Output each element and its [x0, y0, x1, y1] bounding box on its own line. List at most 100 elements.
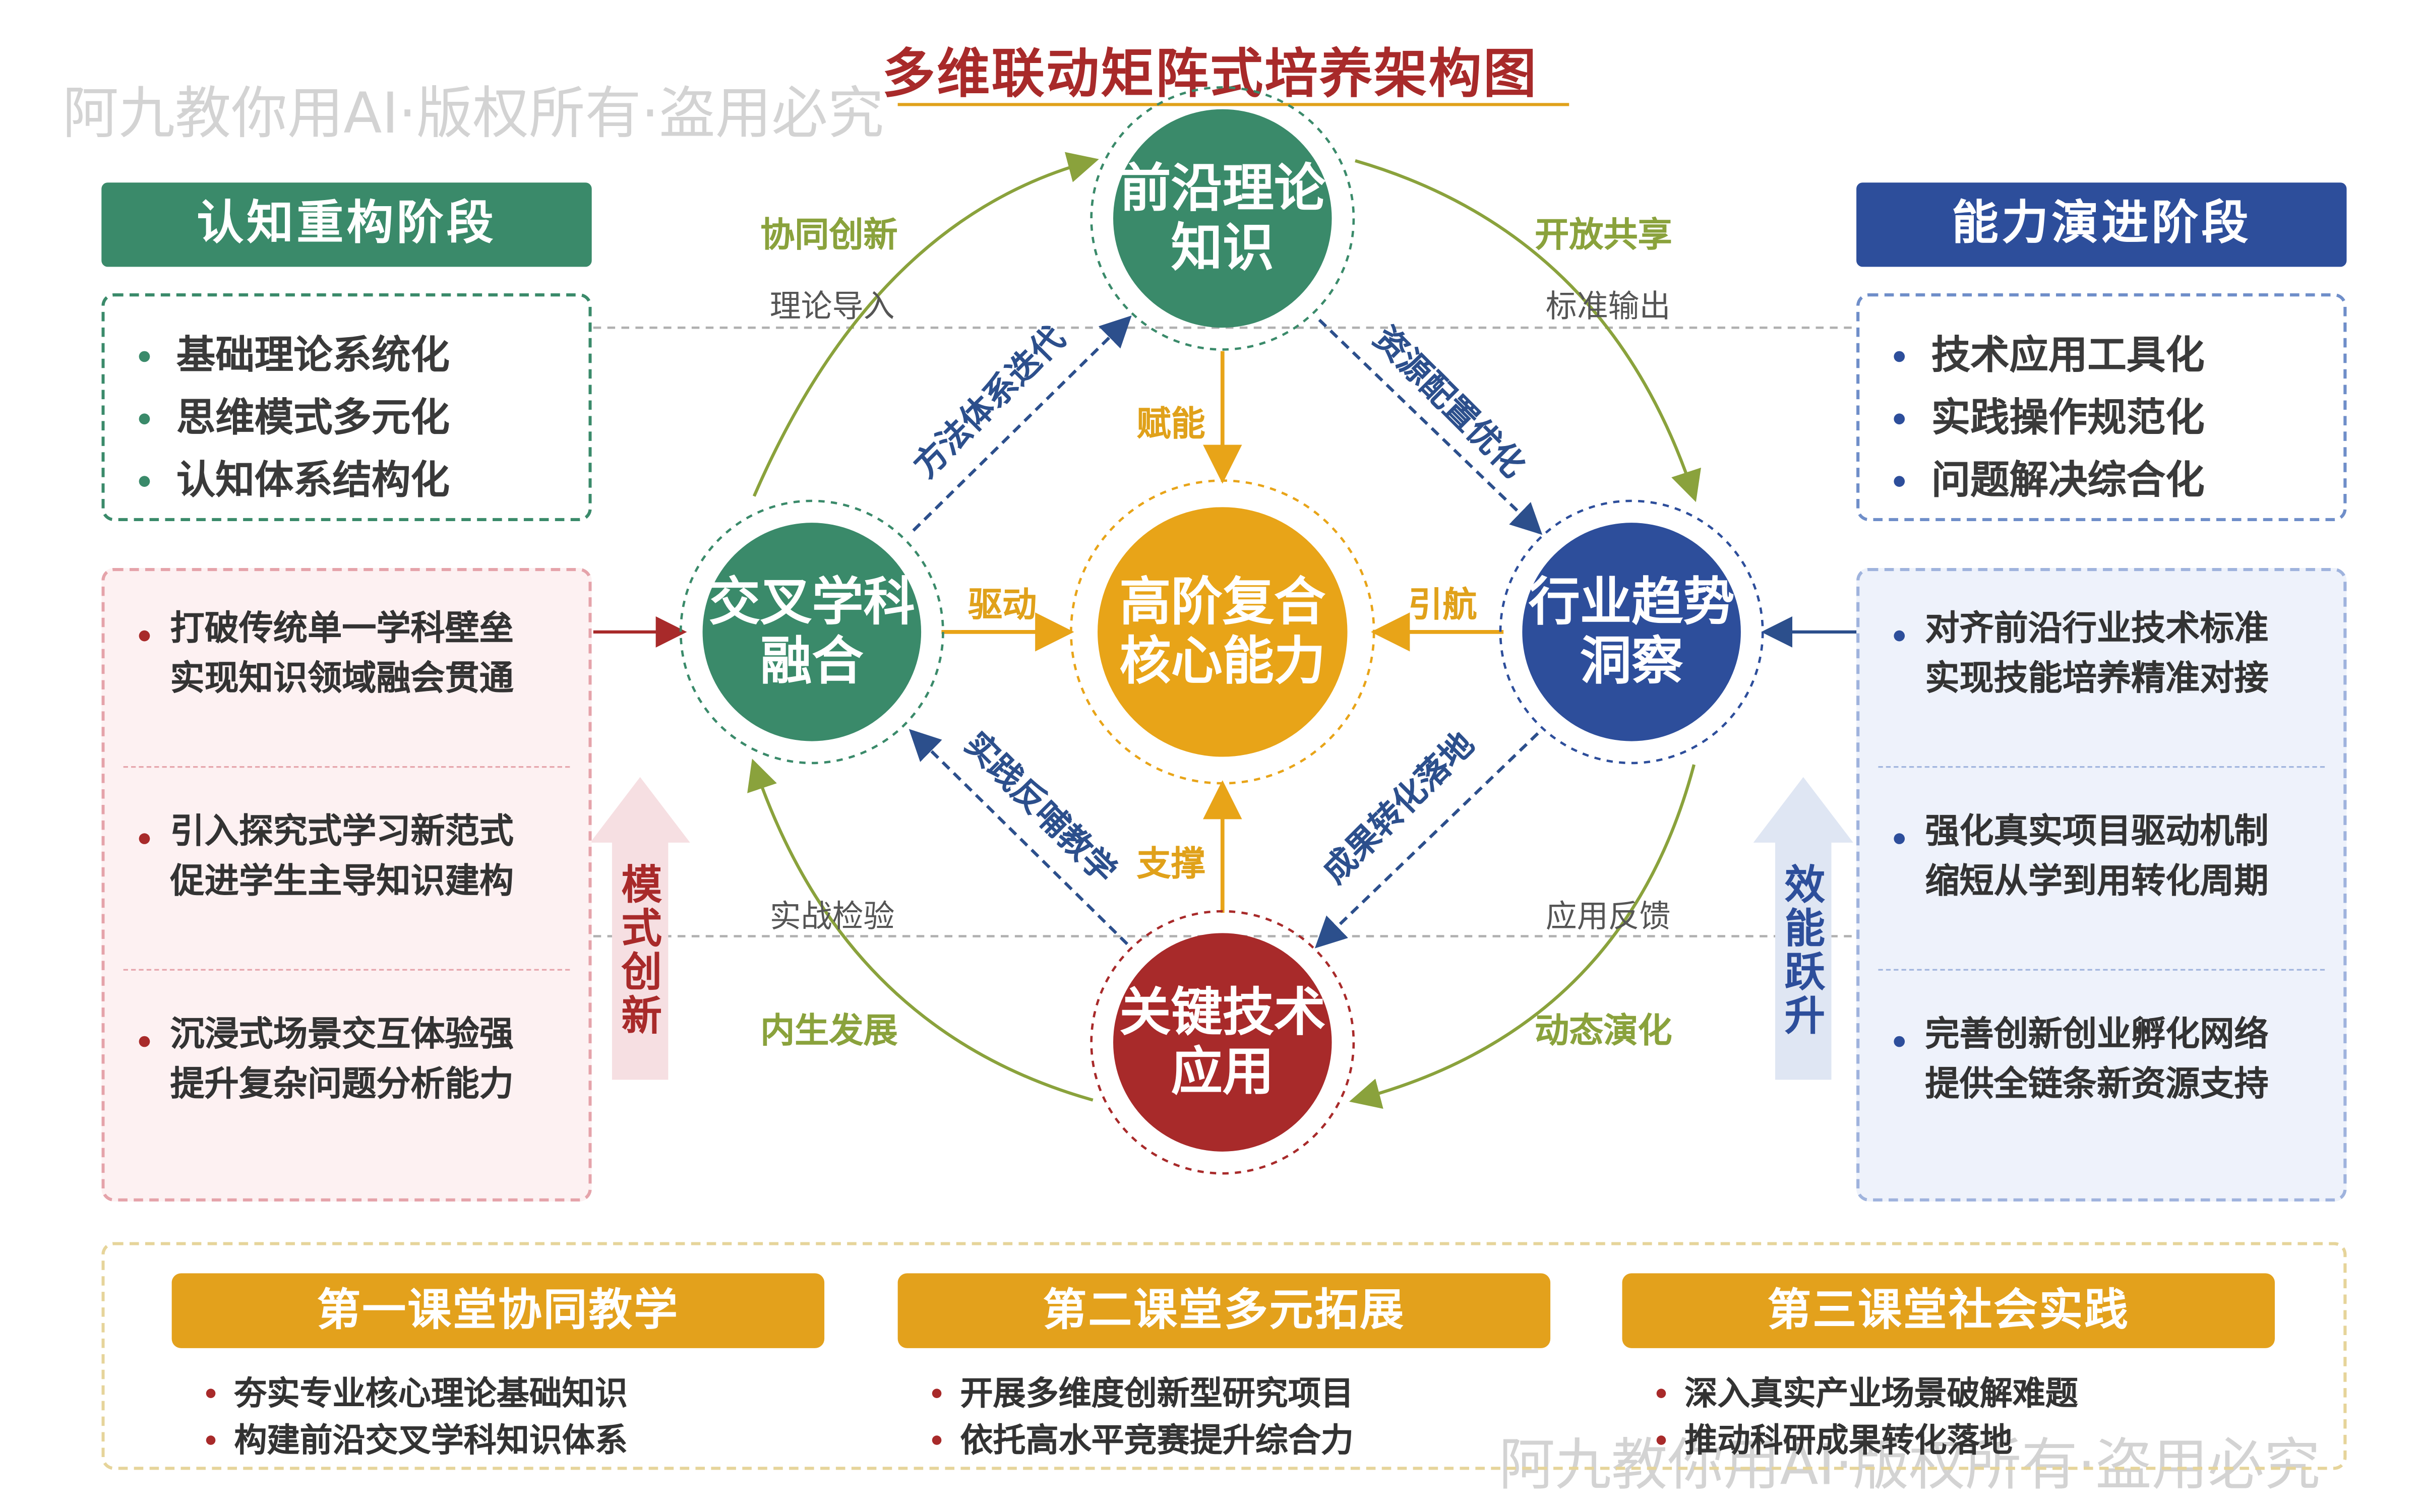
node-bottom-line2: 应用	[1171, 1041, 1274, 1102]
right-detail-3-line2: 提供全链条新资源支持	[1925, 1065, 2269, 1105]
ring-center	[1070, 479, 1375, 785]
arc-top-left	[752, 152, 1099, 497]
divider	[123, 766, 570, 768]
divider	[1878, 766, 2325, 768]
course-2: 第二课堂多元拓展 开展多维度创新型研究项目 依托高水平竞赛提升综合力	[897, 1273, 1551, 1464]
flow-label-theory-in: 理论导入	[769, 287, 895, 325]
right-detail-2-line1: 强化真实项目驱动机制	[1925, 813, 2269, 852]
arrow-mode-innovation	[590, 777, 690, 1080]
course-2-header: 第二课堂多元拓展	[897, 1273, 1551, 1348]
watermark-bottom: 阿九教你用AI·版权所有·盗用必究	[1498, 1434, 2321, 1498]
left-detail-1-line1: 打破传统单一学科壁垒	[170, 610, 514, 649]
arc-label-top-left: 协同创新	[760, 217, 898, 256]
center-label-guide: 引航	[1408, 587, 1477, 626]
center-label-empower: 赋能	[1136, 405, 1205, 445]
right-stage-header: 能力演进阶段	[1856, 182, 2347, 267]
node-top-line1: 前沿理论	[1119, 157, 1326, 219]
left-stage-details-box: 打破传统单一学科壁垒 实现知识领域融会贯通 引入探究式学习新范式 促进学生主导知…	[101, 568, 592, 1202]
arc-label-top-right: 开放共享	[1535, 217, 1672, 256]
right-item-2: 实践操作规范化	[1885, 387, 2205, 450]
node-right-line2: 洞察	[1580, 630, 1683, 691]
node-center-line2: 核心能力	[1119, 630, 1326, 691]
flow-label-practice-test: 实战检验	[769, 897, 895, 935]
course-2-item-2: 依托高水平竞赛提升综合力	[926, 1417, 1550, 1464]
bullet-dot	[1894, 833, 1905, 844]
left-detail-2-line1: 引入探究式学习新范式	[170, 813, 514, 852]
left-item-2: 思维模式多元化	[130, 387, 450, 450]
ring-bottom	[1090, 910, 1355, 1175]
left-detail-2: 引入探究式学习新范式 促进学生主导知识建构	[104, 808, 588, 908]
node-top-line2: 知识	[1171, 217, 1274, 278]
flow-label-apply-feedback: 应用反馈	[1545, 897, 1671, 935]
bullet-dot	[1894, 1036, 1905, 1047]
node-cross-discipline: 交叉学科 融合	[702, 523, 922, 741]
left-detail-2-line2: 促进学生主导知识建构	[170, 863, 514, 902]
watermark-top: 阿九教你用AI·版权所有·盗用必究	[62, 83, 884, 147]
arc-label-bottom-left: 内生发展	[760, 1013, 898, 1052]
title-underline	[897, 103, 1569, 106]
diamond-arrow-method	[912, 315, 1132, 532]
course-3: 第三课堂社会实践 深入真实产业场景破解难题 推动科研成果转化落地	[1622, 1273, 2275, 1464]
node-left-line2: 融合	[760, 630, 864, 691]
left-detail-1: 打破传统单一学科壁垒 实现知识领域融会贯通	[104, 605, 588, 705]
diamond-arrow-practice	[909, 729, 1129, 946]
divider	[1878, 969, 2325, 971]
left-item-3: 认知体系结构化	[130, 450, 450, 512]
left-item-1: 基础理论系统化	[130, 325, 450, 387]
right-detail-2: 强化真实项目驱动机制 缩短从学到用转化周期	[1859, 808, 2343, 908]
node-industry-insight: 行业趋势 洞察	[1522, 523, 1741, 741]
bullet-dot	[139, 1036, 150, 1047]
ring-top	[1090, 86, 1355, 351]
node-center-line1: 高阶复合	[1119, 571, 1326, 632]
right-item-3: 问题解决综合化	[1885, 450, 2205, 512]
left-stage-items-box: 基础理论系统化 思维模式多元化 认知体系结构化	[101, 293, 592, 522]
arc-top-right	[1355, 159, 1701, 502]
page-title: 多维联动矩阵式培养架构图	[882, 43, 1538, 106]
course-1-header: 第一课堂协同教学	[171, 1273, 825, 1348]
arrow-efficiency-leap	[1753, 777, 1853, 1080]
course-3-header: 第三课堂社会实践	[1622, 1273, 2275, 1348]
right-stage-items: 技术应用工具化 实践操作规范化 问题解决综合化	[1885, 325, 2205, 512]
left-detail-3-line1: 沉浸式场景交互体验强	[170, 1016, 514, 1055]
courses-container	[101, 1242, 2347, 1470]
arc-bottom-left	[747, 759, 1094, 1102]
node-left-line1: 交叉学科	[708, 571, 915, 632]
center-label-drive: 驱动	[968, 587, 1037, 626]
right-detail-1-line1: 对齐前沿行业技术标准	[1925, 610, 2269, 649]
ring-right	[1499, 499, 1764, 765]
center-label-support: 支撑	[1136, 846, 1205, 885]
bullet-dot	[139, 630, 150, 642]
left-detail-3: 沉浸式场景交互体验强 提升复杂问题分析能力	[104, 1011, 588, 1111]
ring-left	[679, 499, 944, 765]
divider	[123, 969, 570, 971]
course-3-item-1: 深入真实产业场景破解难题	[1650, 1370, 2275, 1417]
right-detail-1-line2: 实现技能培养精准对接	[1925, 660, 2269, 699]
left-detail-1-line2: 实现知识领域融会贯通	[170, 660, 514, 699]
right-detail-3-line1: 完善创新创业孵化网络	[1925, 1016, 2269, 1055]
course-1-item-2: 构建前沿交叉学科知识体系	[200, 1417, 824, 1464]
course-3-item-2: 推动科研成果转化落地	[1650, 1417, 2275, 1464]
course-2-item-1: 开展多维度创新型研究项目	[926, 1370, 1550, 1417]
left-arrow-label: 模式创新	[621, 863, 662, 1041]
right-detail-2-line2: 缩短从学到用转化周期	[1925, 863, 2269, 902]
diamond-arrow-resource	[1318, 319, 1543, 535]
right-stage-items-box: 技术应用工具化 实践操作规范化 问题解决综合化	[1856, 293, 2347, 522]
node-bottom-line1: 关键技术	[1119, 981, 1326, 1043]
node-right-line1: 行业趋势	[1528, 571, 1735, 632]
bullet-dot	[139, 833, 150, 844]
right-detail-3: 完善创新创业孵化网络 提供全链条新资源支持	[1859, 1011, 2343, 1111]
course-1: 第一课堂协同教学 夯实专业核心理论基础知识 构建前沿交叉学科知识体系	[171, 1273, 825, 1464]
bullet-dot	[1894, 630, 1905, 642]
right-detail-1: 对齐前沿行业技术标准 实现技能培养精准对接	[1859, 605, 2343, 705]
left-stage-items: 基础理论系统化 思维模式多元化 认知体系结构化	[130, 325, 450, 512]
flow-label-standard-out: 标准输出	[1545, 287, 1671, 325]
left-detail-3-line2: 提升复杂问题分析能力	[170, 1065, 514, 1105]
arc-bottom-right	[1349, 764, 1696, 1109]
node-frontier-theory: 前沿理论 知识	[1113, 109, 1332, 328]
left-stage-header: 认知重构阶段	[101, 182, 592, 267]
node-key-tech: 关键技术 应用	[1113, 933, 1332, 1152]
node-core-competence: 高阶复合 核心能力	[1098, 507, 1348, 757]
right-item-1: 技术应用工具化	[1885, 325, 2205, 387]
